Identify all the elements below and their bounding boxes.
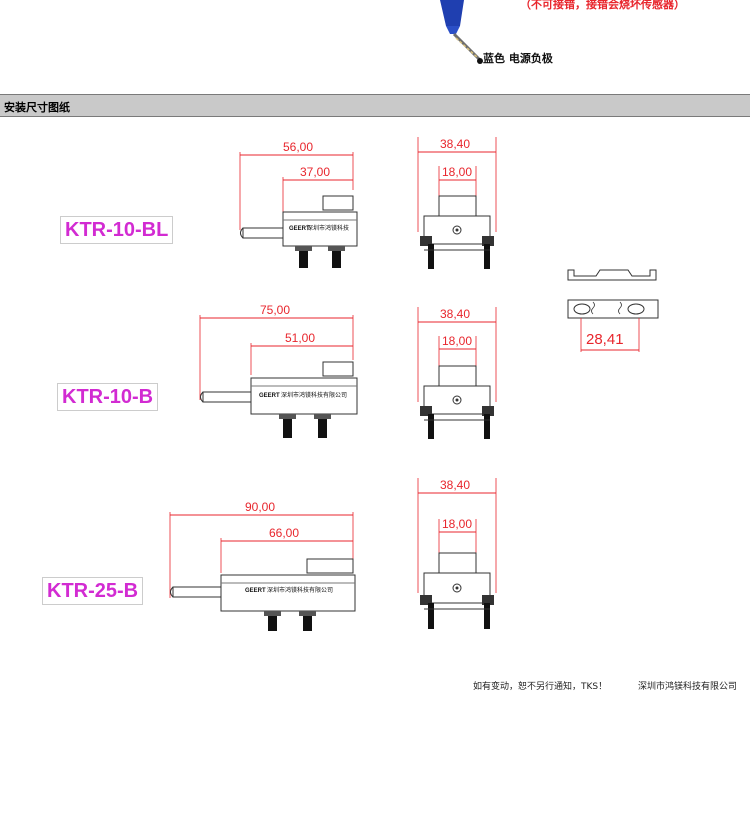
dim-bracket-hole-spacing: 28,41	[586, 331, 624, 348]
dim-body-length: 66,00	[269, 526, 299, 540]
dim-overall-length: 90,00	[245, 500, 275, 514]
dim-end-width: 38,40	[440, 307, 470, 321]
model-label-ktr-10-bl: KTR-10-BL	[60, 216, 174, 244]
side-view-ktr-25-b: 90,00 66,00 GEERT 深圳市鸿镁科技有限公司	[169, 500, 356, 631]
dim-body-length: 51,00	[285, 331, 315, 345]
footer-note: 如有变动，恕不另行通知，TKS！	[473, 682, 608, 692]
brand-text: GEERT	[289, 226, 310, 232]
end-view-ktr-10-bl: 38,40 18,00	[417, 137, 497, 269]
dim-end-width: 38,40	[440, 137, 470, 151]
section-title: 安装尺寸图纸	[4, 101, 70, 114]
dim-end-inner-width: 18,00	[442, 517, 472, 531]
body-print-text: 深圳市鸿镁科技有限公司	[281, 391, 347, 399]
model-label-ktr-10-b: KTR-10-B	[57, 383, 159, 411]
dim-body-length: 37,00	[300, 165, 330, 179]
side-view-ktr-10-bl: 56,00 37,00 深圳市鸿镁科技 GEERT	[239, 140, 358, 268]
brand-text: GEERT	[259, 393, 280, 399]
end-view-ktr-25-b: 38,40 18,00	[417, 478, 497, 629]
side-view-ktr-10-b: 75,00 51,00 GEERT 深圳市鸿镁科技有限公司	[199, 303, 358, 438]
mounting-bracket-drawing: 28,41	[567, 269, 659, 352]
end-view-ktr-10-b: 38,40 18,00	[417, 307, 497, 439]
body-print-text: 深圳市鸿镁科技有限公司	[267, 586, 333, 594]
footer-company: 深圳市鸿镁科技有限公司	[638, 682, 738, 692]
blue-wire-illustration	[440, 0, 483, 64]
dim-overall-length: 56,00	[283, 140, 313, 154]
brand-text: GEERT	[245, 588, 266, 594]
dim-overall-length: 75,00	[260, 303, 290, 317]
wiring-warning: （不可接错，接错会烧坏传感器）	[520, 0, 685, 11]
model-label-ktr-25-b: KTR-25-B	[42, 577, 144, 605]
dim-end-width: 38,40	[440, 478, 470, 492]
dim-end-inner-width: 18,00	[442, 334, 472, 348]
section-header-bar: 安装尺寸图纸	[0, 94, 750, 117]
dim-end-inner-width: 18,00	[442, 165, 472, 179]
body-print-text: 深圳市鸿镁科技	[307, 224, 349, 232]
wire-caption: 蓝色 电源负极	[483, 52, 553, 65]
